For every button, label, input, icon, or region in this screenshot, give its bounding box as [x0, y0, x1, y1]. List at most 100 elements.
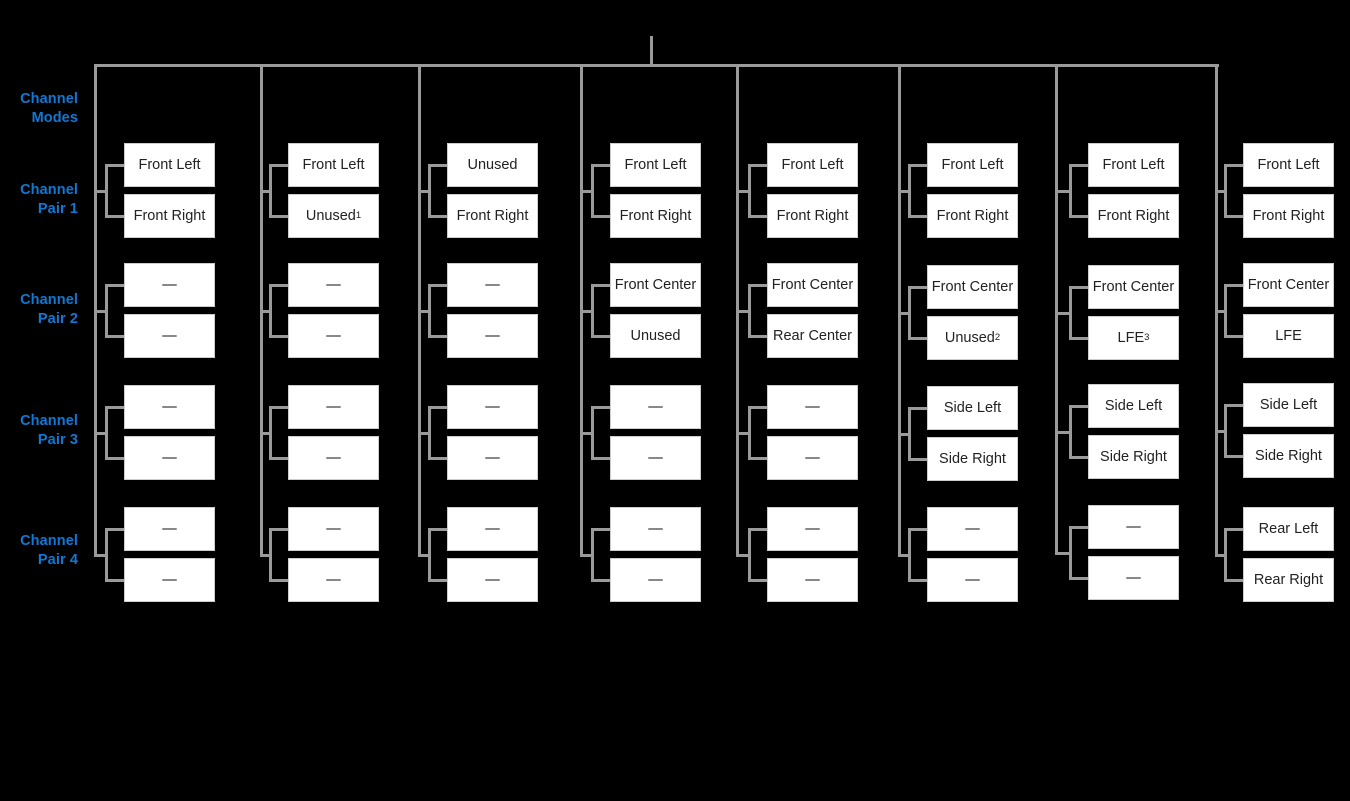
channel-box-label: Front Left	[941, 156, 1004, 173]
pair-stub-line	[898, 554, 911, 557]
box-lead-line	[428, 335, 449, 338]
box-lead-line	[269, 335, 290, 338]
box-lead-line	[748, 528, 769, 531]
channel-box-mode-7-pair-4-a: —	[1088, 505, 1179, 549]
pair-bracket-line	[908, 164, 911, 218]
channel-box-label: —	[162, 327, 177, 344]
row-label-channel-pair-4: Channel Pair 4	[20, 533, 78, 568]
channel-box-label: —	[326, 327, 341, 344]
box-lead-line	[1224, 335, 1245, 338]
box-lead-line	[591, 215, 612, 218]
box-lead-line	[428, 215, 449, 218]
box-lead-line	[1224, 528, 1245, 531]
box-lead-line	[105, 215, 126, 218]
channel-box-mode-2-pair-2-b: —	[288, 314, 379, 358]
channel-box-mode-4-pair-2-b: Unused	[610, 314, 701, 358]
channel-box-label: —	[1126, 518, 1141, 535]
pair-bracket-line	[1069, 526, 1072, 580]
row-label-channel-modes: Channel Modes	[20, 91, 78, 126]
pair-bracket-line	[269, 164, 272, 218]
channel-box-label: Unused	[944, 329, 995, 346]
box-lead-line	[105, 457, 126, 460]
channel-box-label: LFE	[1117, 329, 1145, 346]
channel-box-mode-4-pair-2-a: Front Center	[610, 263, 701, 307]
channel-box-mode-7-pair-2-a: Front Center	[1088, 265, 1179, 309]
pair-bracket-line	[748, 406, 751, 460]
channel-box-label: Rear Right	[1253, 571, 1324, 588]
channel-box-label: —	[1126, 569, 1141, 586]
channel-box-label: Front Right	[1252, 207, 1325, 224]
box-lead-line	[428, 406, 449, 409]
channel-box-label: —	[162, 398, 177, 415]
channel-box-mode-4-pair-1-b: Front Right	[610, 194, 701, 238]
channel-box-label: —	[326, 571, 341, 588]
box-lead-line	[908, 407, 929, 410]
channel-box-label: Front Center	[614, 276, 697, 293]
pair-bracket-line	[269, 528, 272, 582]
pair-stub-line	[418, 432, 431, 435]
pair-bracket-line	[1069, 286, 1072, 340]
pair-bracket-line	[269, 406, 272, 460]
channel-box-mode-1-pair-3-a: —	[124, 385, 215, 429]
channel-box-label: Side Right	[1100, 448, 1167, 465]
channel-box-label: Front Left	[1257, 156, 1320, 173]
channel-box-label: —	[805, 520, 820, 537]
channel-box-mode-8-pair-2-a: Front Center	[1243, 263, 1334, 307]
box-lead-line	[591, 284, 612, 287]
pair-stub-line	[580, 432, 594, 435]
pair-bracket-line	[428, 284, 431, 338]
channel-box-mode-6-pair-1-b: Front Right	[927, 194, 1018, 238]
box-lead-line	[908, 286, 929, 289]
box-lead-line	[591, 579, 612, 582]
channel-box-mode-6-pair-4-a: —	[927, 507, 1018, 551]
pair-bracket-line	[591, 284, 594, 338]
channel-box-mode-4-pair-3-b: —	[610, 436, 701, 480]
box-lead-line	[1224, 284, 1245, 287]
channel-box-mode-8-pair-3-a: Side Left	[1243, 383, 1334, 427]
box-lead-line	[105, 528, 126, 531]
channel-box-mode-5-pair-4-a: —	[767, 507, 858, 551]
box-lead-line	[1069, 164, 1090, 167]
box-lead-line	[748, 335, 769, 338]
channel-box-label: —	[162, 520, 177, 537]
box-lead-line	[908, 528, 929, 531]
pair-stub-line	[1215, 554, 1227, 557]
box-lead-line	[591, 457, 612, 460]
pair-bracket-line	[269, 284, 272, 338]
box-lead-line	[748, 284, 769, 287]
channel-box-label: —	[965, 571, 980, 588]
channel-box-label: Unused	[630, 327, 681, 344]
pair-bracket-line	[908, 528, 911, 582]
pair-bracket-line	[591, 528, 594, 582]
channel-box-mode-3-pair-1-b: Front Right	[447, 194, 538, 238]
pair-stub-line	[94, 554, 108, 557]
channel-box-mode-1-pair-2-a: —	[124, 263, 215, 307]
channel-box-mode-6-pair-3-b: Side Right	[927, 437, 1018, 481]
channel-box-label: —	[805, 398, 820, 415]
box-lead-line	[269, 579, 290, 582]
pair-bracket-line	[105, 528, 108, 582]
pair-bracket-line	[1069, 405, 1072, 459]
root-stem-line	[650, 36, 653, 67]
box-lead-line	[908, 164, 929, 167]
box-lead-line	[591, 164, 612, 167]
pair-stub-line	[580, 310, 594, 313]
channel-box-mode-1-pair-2-b: —	[124, 314, 215, 358]
box-lead-line	[1224, 579, 1245, 582]
box-lead-line	[748, 579, 769, 582]
channel-box-label: Front Right	[619, 207, 692, 224]
box-lead-line	[908, 458, 929, 461]
channel-box-label: —	[485, 449, 500, 466]
channel-box-label: Front Center	[1247, 276, 1330, 293]
channel-box-mode-8-pair-4-a: Rear Left	[1243, 507, 1334, 551]
channel-box-mode-5-pair-1-a: Front Left	[767, 143, 858, 187]
channel-box-label: Side Left	[1259, 396, 1318, 413]
pair-bracket-line	[908, 407, 911, 461]
pair-stub-line	[1215, 430, 1227, 433]
pair-stub-line	[736, 554, 751, 557]
channel-box-mode-2-pair-4-a: —	[288, 507, 379, 551]
pair-bracket-line	[105, 284, 108, 338]
box-lead-line	[105, 406, 126, 409]
channel-box-mode-2-pair-3-a: —	[288, 385, 379, 429]
